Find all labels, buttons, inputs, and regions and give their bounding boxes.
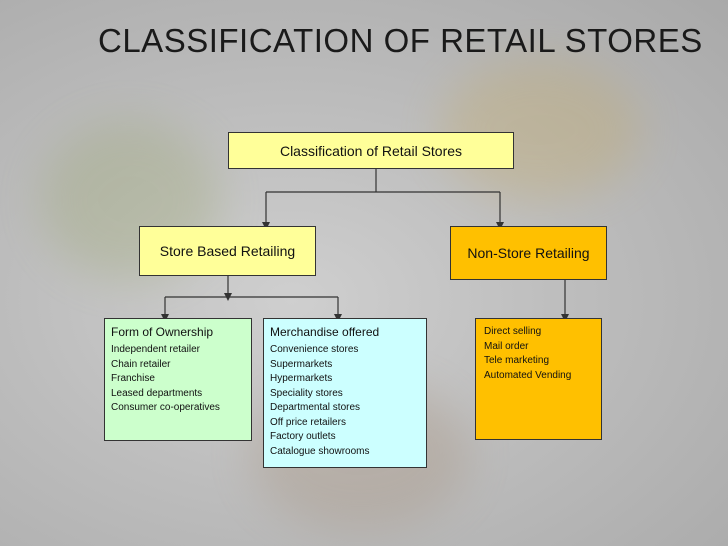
list-item: Independent retailer xyxy=(111,344,200,355)
list-item: Direct selling xyxy=(484,326,542,337)
list-item: Automated Vending xyxy=(484,369,572,381)
list-item: Off price retailers xyxy=(270,416,346,428)
list-item: Convenience stores xyxy=(270,344,359,355)
list-item: Factory outlets xyxy=(270,431,336,442)
list-item: Tele marketing xyxy=(484,355,550,366)
ownership-title: Form of Ownership xyxy=(111,325,214,339)
root-node-label: Classification of Retail Stores xyxy=(279,142,463,159)
ownership-list: Independent retailer Chain retailer Fran… xyxy=(111,343,245,416)
ownership-box: Form of Ownership Independent retailer C… xyxy=(104,318,252,441)
list-item: Supermarkets xyxy=(270,358,333,370)
root-node: Classification of Retail Stores xyxy=(228,132,514,169)
merchandise-box: Merchandise offered Convenience stores S… xyxy=(263,318,427,468)
store-based-node: Store Based Retailing xyxy=(139,226,316,276)
list-item: Leased departments xyxy=(111,387,203,399)
list-item: Franchise xyxy=(111,373,155,384)
merchandise-title: Merchandise offered xyxy=(270,325,380,339)
list-item: Hypermarkets xyxy=(270,373,333,384)
list-item: Consumer co-operatives xyxy=(111,402,220,413)
list-item: Chain retailer xyxy=(111,358,171,370)
background-blob xyxy=(440,60,640,200)
non-store-list-box: Direct selling Mail order Tele marketing… xyxy=(475,318,602,440)
store-based-label: Store Based Retailing xyxy=(159,243,296,259)
list-item: Mail order xyxy=(484,340,529,352)
list-item: Speciality stores xyxy=(270,387,343,399)
merchandise-list: Convenience stores Supermarkets Hypermar… xyxy=(270,343,420,459)
page-title: CLASSIFICATION OF RETAIL STORES xyxy=(98,22,703,59)
non-store-label: Non-Store Retailing xyxy=(467,245,590,261)
list-item: Catalogue showrooms xyxy=(270,445,370,457)
non-store-node: Non-Store Retailing xyxy=(450,226,607,280)
non-store-list: Direct selling Mail order Tele marketing… xyxy=(484,325,595,383)
list-item: Departmental stores xyxy=(270,402,361,413)
